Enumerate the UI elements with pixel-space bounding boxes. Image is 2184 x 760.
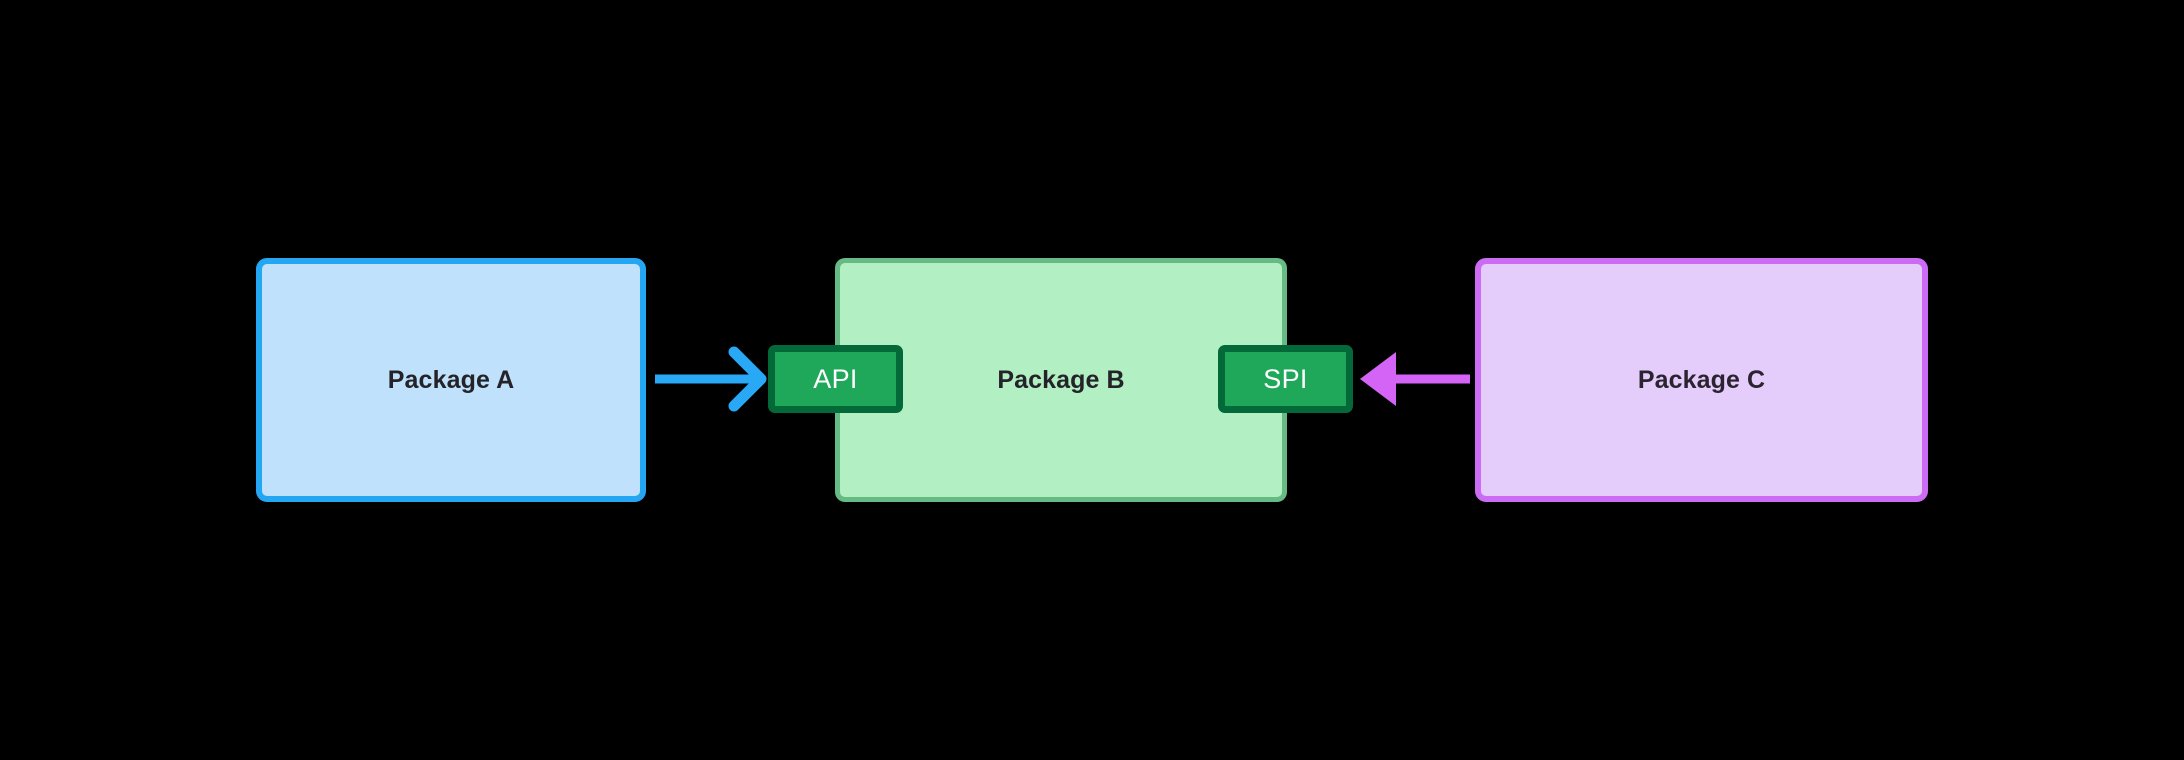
interface-node-api[interactable]: API	[768, 345, 903, 413]
arrowhead-left-icon	[1360, 352, 1396, 406]
package-c-label: Package C	[1637, 365, 1766, 394]
package-a-label: Package A	[387, 365, 515, 394]
package-node-c[interactable]: Package C	[1475, 258, 1928, 502]
connector-package-a-to-api[interactable]	[646, 338, 776, 420]
arrowhead-right-icon	[728, 346, 767, 412]
spi-label: SPI	[1263, 363, 1308, 394]
api-label: API	[813, 363, 858, 394]
package-node-b[interactable]: Package B	[835, 258, 1287, 502]
connector-package-c-to-spi[interactable]	[1348, 338, 1480, 420]
package-node-a[interactable]: Package A	[256, 258, 646, 502]
package-b-label: Package B	[997, 365, 1125, 394]
interface-node-spi[interactable]: SPI	[1218, 345, 1353, 413]
